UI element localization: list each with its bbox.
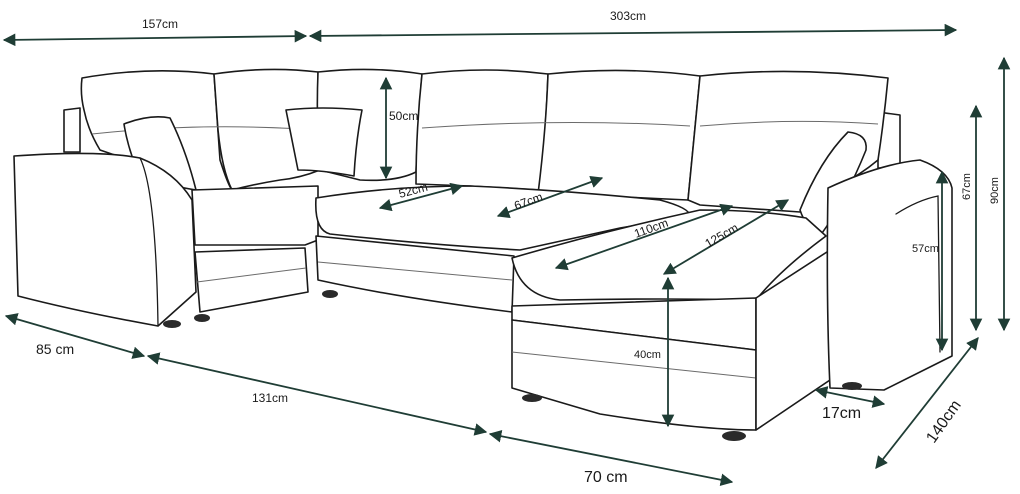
label-total-height: 90cm: [989, 177, 1001, 204]
dim-line-top-left: [2, 29, 308, 47]
back-cushion-4: [415, 69, 549, 191]
back-rail-left: [63, 107, 81, 153]
back-cushion-5: [537, 69, 701, 201]
foot-4: [522, 394, 542, 402]
label-arm-width: 17cm: [822, 405, 861, 422]
label-arm-depth: 85 cm: [36, 341, 74, 357]
foot-2: [194, 314, 210, 322]
back-seam: [91, 120, 879, 135]
dim-line-chaise-width: [488, 430, 734, 486]
dimension-lines: [2, 23, 1011, 486]
middle-seat-seam: [317, 261, 513, 281]
label-top-right-width: 303cm: [610, 9, 646, 23]
arm-left-edge: [139, 157, 159, 327]
sofa-outline: [13, 68, 953, 441]
arm-right: [826, 159, 953, 391]
back-cushion-2: [213, 68, 321, 191]
label-total-depth: 140cm: [923, 397, 964, 446]
pillow-center: [285, 107, 363, 177]
label-backrest-height: 50cm: [389, 109, 418, 123]
chaise-front: [511, 319, 757, 431]
chaise-seam: [511, 351, 757, 379]
foot-6: [842, 382, 862, 390]
label-arm-height: 57cm: [912, 243, 939, 255]
dim-line-arm-width: [814, 386, 886, 408]
dim-line-top-right: [308, 23, 958, 43]
dim-line-seat-left: [378, 182, 464, 212]
dim-line-seat-middle: [496, 175, 604, 219]
middle-seat-front: [315, 235, 515, 313]
foot-1: [163, 320, 181, 328]
label-back-height: 67cm: [961, 173, 973, 200]
foot-3: [322, 290, 338, 298]
label-front-length: 131cm: [252, 391, 288, 405]
left-seat-top: [191, 185, 319, 246]
label-seat-height: 40cm: [634, 349, 661, 361]
left-seat-front: [194, 247, 309, 313]
dim-line-chaise-outer: [662, 199, 790, 275]
label-top-left-width: 157cm: [142, 17, 178, 31]
left-seat-seam: [196, 267, 307, 283]
foot-5: [722, 431, 746, 441]
label-chaise-width: 70 cm: [584, 469, 628, 486]
arm-left: [13, 152, 197, 327]
dim-line-front-length: [146, 352, 488, 436]
dim-line-arm-depth: [4, 313, 146, 359]
dim-line-total-depth: [875, 337, 979, 469]
